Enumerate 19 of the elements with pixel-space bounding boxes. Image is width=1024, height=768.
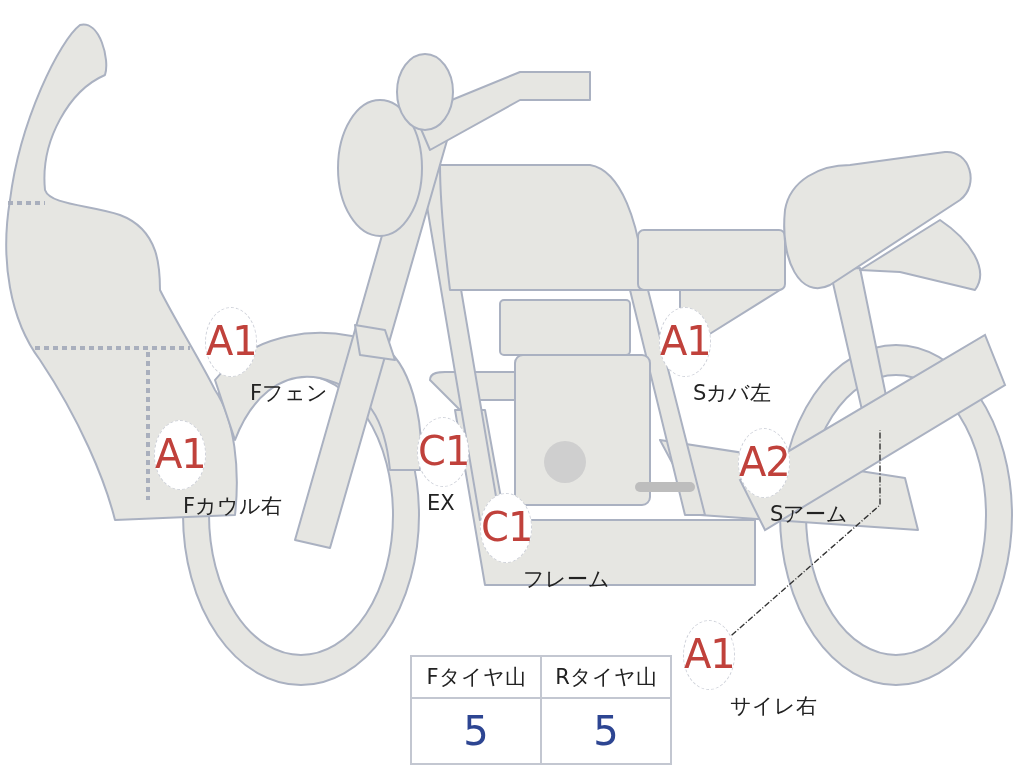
grade-text: A1 bbox=[660, 318, 710, 364]
table-header: Rタイヤ山 bbox=[541, 656, 671, 698]
grade-text: A1 bbox=[684, 631, 734, 677]
part-label: フレーム bbox=[523, 566, 610, 592]
grade-text: A1 bbox=[206, 318, 256, 364]
grade-text: C1 bbox=[481, 504, 531, 550]
part-label: Sカバ左 bbox=[693, 380, 772, 406]
table-value: 5 bbox=[541, 698, 671, 764]
grade-text: A1 bbox=[155, 431, 205, 477]
grade-text: C1 bbox=[418, 428, 468, 474]
part-label: Fカウル右 bbox=[183, 493, 283, 519]
table-header: Fタイヤ山 bbox=[411, 656, 541, 698]
part-label: Fフェン bbox=[250, 380, 329, 406]
leader-line bbox=[730, 429, 881, 636]
grade-text: A2 bbox=[739, 439, 789, 485]
part-label: サイレ右 bbox=[730, 693, 817, 719]
table-value: 5 bbox=[411, 698, 541, 764]
part-label: Sアーム bbox=[770, 501, 849, 527]
part-label: EX bbox=[427, 490, 455, 516]
